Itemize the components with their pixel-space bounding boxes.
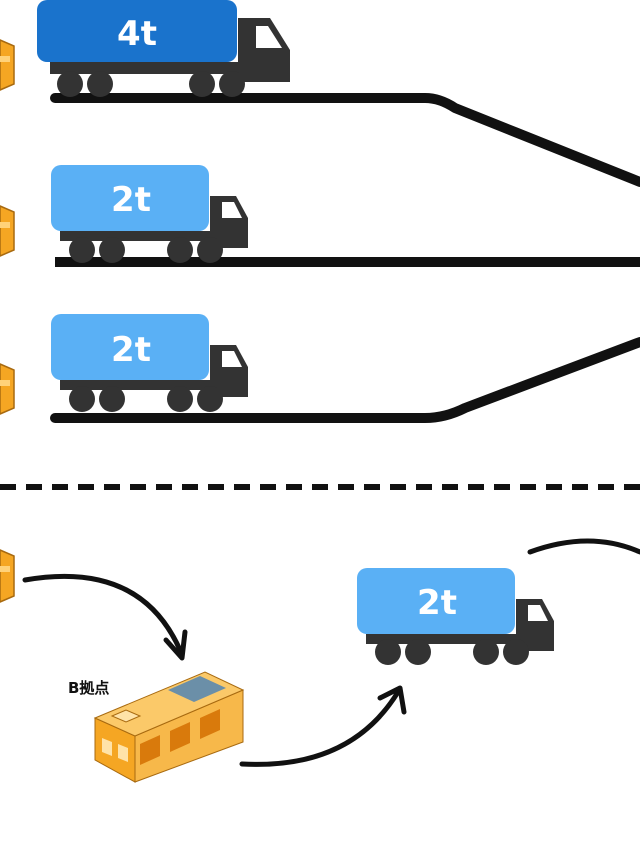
truck-2t-1: 2t xyxy=(51,165,248,263)
warehouse-icon xyxy=(93,671,245,783)
road-line-1 xyxy=(50,93,640,187)
truck-cargo-box xyxy=(357,568,515,634)
road-line-3 xyxy=(50,337,640,423)
warehouse-icon-left-1 xyxy=(0,39,15,91)
warehouse-icon-left-4 xyxy=(0,549,15,603)
arrow-exit xyxy=(527,538,640,555)
truck-load-label: 2t xyxy=(111,330,151,370)
truck-cargo-box xyxy=(37,0,237,62)
truck-load-label: 2t xyxy=(111,180,151,220)
truck-2t-3: 2t xyxy=(357,568,554,665)
truck-load-label: 4t xyxy=(117,14,157,54)
arrow-from-hub xyxy=(239,685,407,767)
warehouse-icon-left-2 xyxy=(0,205,15,257)
truck-load-label: 2t xyxy=(417,583,457,623)
truck-cargo-box xyxy=(51,314,209,380)
truck-4t: 4t xyxy=(37,0,290,97)
hub-label: B拠点 xyxy=(68,679,109,697)
warehouse-icon-left-3 xyxy=(0,363,15,415)
truck-2t-2: 2t xyxy=(51,314,248,412)
arrow-to-hub xyxy=(22,573,188,661)
truck-cargo-box xyxy=(51,165,209,231)
